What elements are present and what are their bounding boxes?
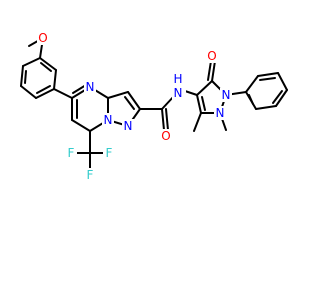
atom-pyrimidine-n: N <box>84 80 96 94</box>
bond <box>53 88 73 99</box>
bond <box>275 89 288 107</box>
atom-label: O <box>207 49 216 63</box>
molecule-structure: O N N N H N O O N <box>20 31 288 182</box>
bond <box>40 62 52 72</box>
bond <box>196 94 202 114</box>
atom-label: N <box>104 113 113 127</box>
atom-label: N <box>222 88 231 102</box>
bond <box>24 70 27 84</box>
atom-bridge-n1: N <box>102 113 114 127</box>
atom-fluorine-3: F <box>103 146 115 160</box>
bond <box>207 60 212 81</box>
bond <box>22 57 41 67</box>
atom-fluorine-1: F <box>84 168 96 182</box>
bond <box>277 72 288 91</box>
atom-amide-nh: H N <box>172 72 186 102</box>
bond <box>165 108 169 131</box>
bond <box>53 69 57 90</box>
bond <box>272 90 283 104</box>
bond <box>36 85 51 94</box>
bond <box>201 96 206 111</box>
bond <box>20 65 24 87</box>
molecule-canvas: O N N N H N O O N <box>20 31 288 182</box>
atom-label: F <box>68 146 75 160</box>
atom-fluorine-2: F <box>65 146 77 160</box>
bond-layer <box>20 37 288 172</box>
bond <box>196 80 213 96</box>
bond <box>127 91 141 110</box>
bond <box>107 91 129 99</box>
atom-label: N <box>174 86 183 100</box>
atom-label-h: H <box>173 72 182 86</box>
atom-label: O <box>38 31 47 45</box>
atom-label: N <box>216 106 225 120</box>
bond <box>248 94 254 105</box>
bond <box>39 57 57 71</box>
atom-label: O <box>161 129 170 143</box>
atom-label: F <box>87 168 94 182</box>
atom-pyrazolone-oxygen: O <box>206 49 218 63</box>
bond <box>257 72 279 77</box>
bond <box>20 85 37 99</box>
bond <box>124 96 135 110</box>
atom-amide-oxygen: O <box>160 129 172 143</box>
bond <box>71 119 91 132</box>
bond <box>35 88 55 99</box>
bond <box>259 77 276 81</box>
atom-label-layer: O N N N H N O O N <box>37 31 232 182</box>
atom-pyrazolone-n1: N <box>220 88 232 102</box>
atom-methoxy-oxygen: O <box>37 31 49 45</box>
atom-label: N <box>124 119 133 133</box>
bond <box>245 75 259 93</box>
bond <box>72 84 87 94</box>
atom-label: F <box>106 146 113 160</box>
bond <box>193 112 202 132</box>
atom-pyrazole-n2: N <box>122 119 134 133</box>
bond <box>161 108 165 131</box>
bond <box>255 105 277 110</box>
bond <box>211 60 216 82</box>
atom-label: N <box>86 80 95 94</box>
atom-pyrazolone-n2: N <box>214 106 226 120</box>
